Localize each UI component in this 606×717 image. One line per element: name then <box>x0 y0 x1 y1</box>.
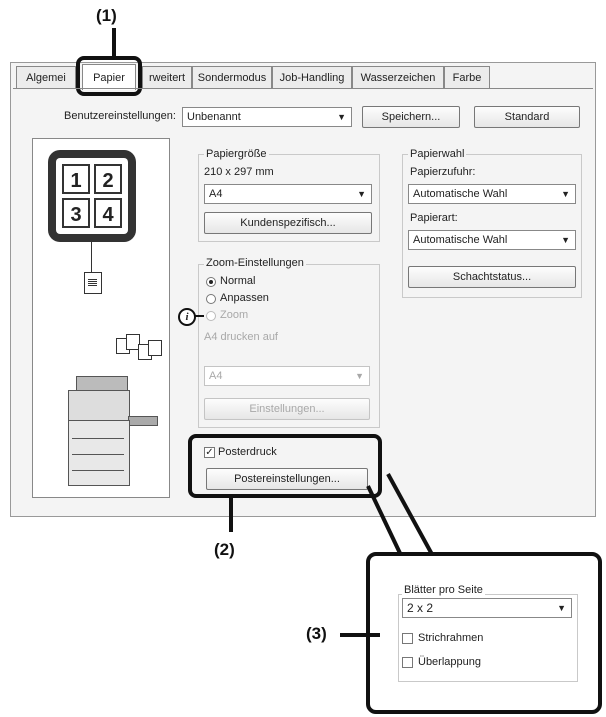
poster-settings-button[interactable]: Postereinstellungen... <box>206 468 368 490</box>
page-icon <box>84 272 102 294</box>
callout-2: (2) <box>214 540 235 559</box>
connector-line <box>91 242 92 272</box>
poster-checkbox[interactable]: ✓ <box>204 447 215 458</box>
output-pages-icon <box>116 334 162 362</box>
radio-zoom-label: Zoom <box>220 309 249 321</box>
settings-label: Benutzereinstellungen: <box>64 110 176 122</box>
chevron-down-icon: ▼ <box>357 189 366 199</box>
overlap-checkbox[interactable] <box>402 657 413 668</box>
save-button[interactable]: Speichern... <box>362 106 460 128</box>
paper-source-select[interactable]: Automatische Wahl ▼ <box>408 184 576 204</box>
callout-3: (3) <box>306 624 327 643</box>
sheets-per-page-value: 2 x 2 <box>407 601 434 615</box>
zoom-settings-title: Zoom-Einstellungen <box>204 257 306 269</box>
settings-select-value: Unbenannt <box>187 111 241 123</box>
paper-size-select[interactable]: A4 ▼ <box>204 184 372 204</box>
radio-normal-label: Normal <box>220 275 256 287</box>
poster-highlight <box>188 434 382 498</box>
grid-cell-3: 3 <box>62 198 90 228</box>
poster-checkbox-label: Posterdruck <box>218 446 277 458</box>
sheets-per-page-title: Blätter pro Seite <box>402 584 485 596</box>
paper-selection-title: Papierwahl <box>408 148 467 160</box>
paper-size-group <box>198 154 380 242</box>
radio-fit-label: Anpassen <box>220 292 269 304</box>
print-on-label: A4 drucken auf <box>204 331 278 343</box>
paper-source-value: Automatische Wahl <box>413 188 508 200</box>
border-lines-checkbox[interactable] <box>402 633 413 644</box>
paper-size-value: A4 <box>209 188 223 200</box>
custom-size-button[interactable]: Kundenspezifisch... <box>204 212 372 234</box>
zoom-settings-button[interactable]: Einstellungen... <box>204 398 370 420</box>
overlap-label: Überlappung <box>418 656 481 668</box>
tab-baseline <box>13 88 593 89</box>
chevron-down-icon: ▼ <box>561 189 570 199</box>
settings-select[interactable]: Unbenannt ▼ <box>182 107 352 127</box>
printer-icon <box>64 376 160 488</box>
border-lines-label: Strichrahmen <box>418 632 484 644</box>
tab-farbe[interactable]: Farbe <box>444 66 490 88</box>
grid-cell-1: 1 <box>62 164 90 194</box>
info-arrow <box>194 315 204 317</box>
callout-1: (1) <box>96 6 117 25</box>
chevron-down-icon: ▼ <box>337 112 346 122</box>
default-button[interactable]: Standard <box>474 106 580 128</box>
callout-1-line <box>112 28 116 58</box>
tab-allgemein[interactable]: Algemei <box>16 66 76 88</box>
paper-type-select[interactable]: Automatische Wahl ▼ <box>408 230 576 250</box>
callout-3-line <box>340 633 380 637</box>
chevron-down-icon: ▼ <box>557 603 566 613</box>
chevron-down-icon: ▼ <box>561 235 570 245</box>
info-icon: i <box>178 308 196 326</box>
radio-zoom[interactable] <box>206 311 216 321</box>
paper-size-title: Papiergröße <box>204 148 269 160</box>
poster-grid-icon: 1 2 3 4 <box>48 150 136 242</box>
paper-type-label: Papierart: <box>410 212 458 224</box>
paper-source-label: Papierzufuhr: <box>410 166 476 178</box>
paper-selection-group <box>402 154 582 298</box>
grid-cell-2: 2 <box>94 164 122 194</box>
grid-cell-4: 4 <box>94 198 122 228</box>
tab-papier[interactable]: Papier <box>82 64 136 90</box>
chevron-down-icon: ▼ <box>355 371 364 381</box>
tab-erweitert[interactable]: rweitert <box>142 66 192 88</box>
tray-status-button[interactable]: Schachtstatus... <box>408 266 576 288</box>
tab-wasserzeichen[interactable]: Wasserzeichen <box>352 66 444 88</box>
sheets-per-page-group <box>398 594 578 682</box>
tab-sondermodus[interactable]: Sondermodus <box>192 66 272 88</box>
paper-type-value: Automatische Wahl <box>413 234 508 246</box>
print-on-value: A4 <box>209 370 223 382</box>
radio-fit[interactable] <box>206 294 216 304</box>
radio-normal[interactable] <box>206 277 216 287</box>
sheets-per-page-select[interactable]: 2 x 2 ▼ <box>402 598 572 618</box>
paper-size-dims: 210 x 297 mm <box>204 166 274 178</box>
callout-2-line <box>229 498 233 532</box>
tab-job-handling[interactable]: Job-Handling <box>272 66 352 88</box>
print-on-select[interactable]: A4 ▼ <box>204 366 370 386</box>
tab-papier-highlight <box>76 56 142 96</box>
